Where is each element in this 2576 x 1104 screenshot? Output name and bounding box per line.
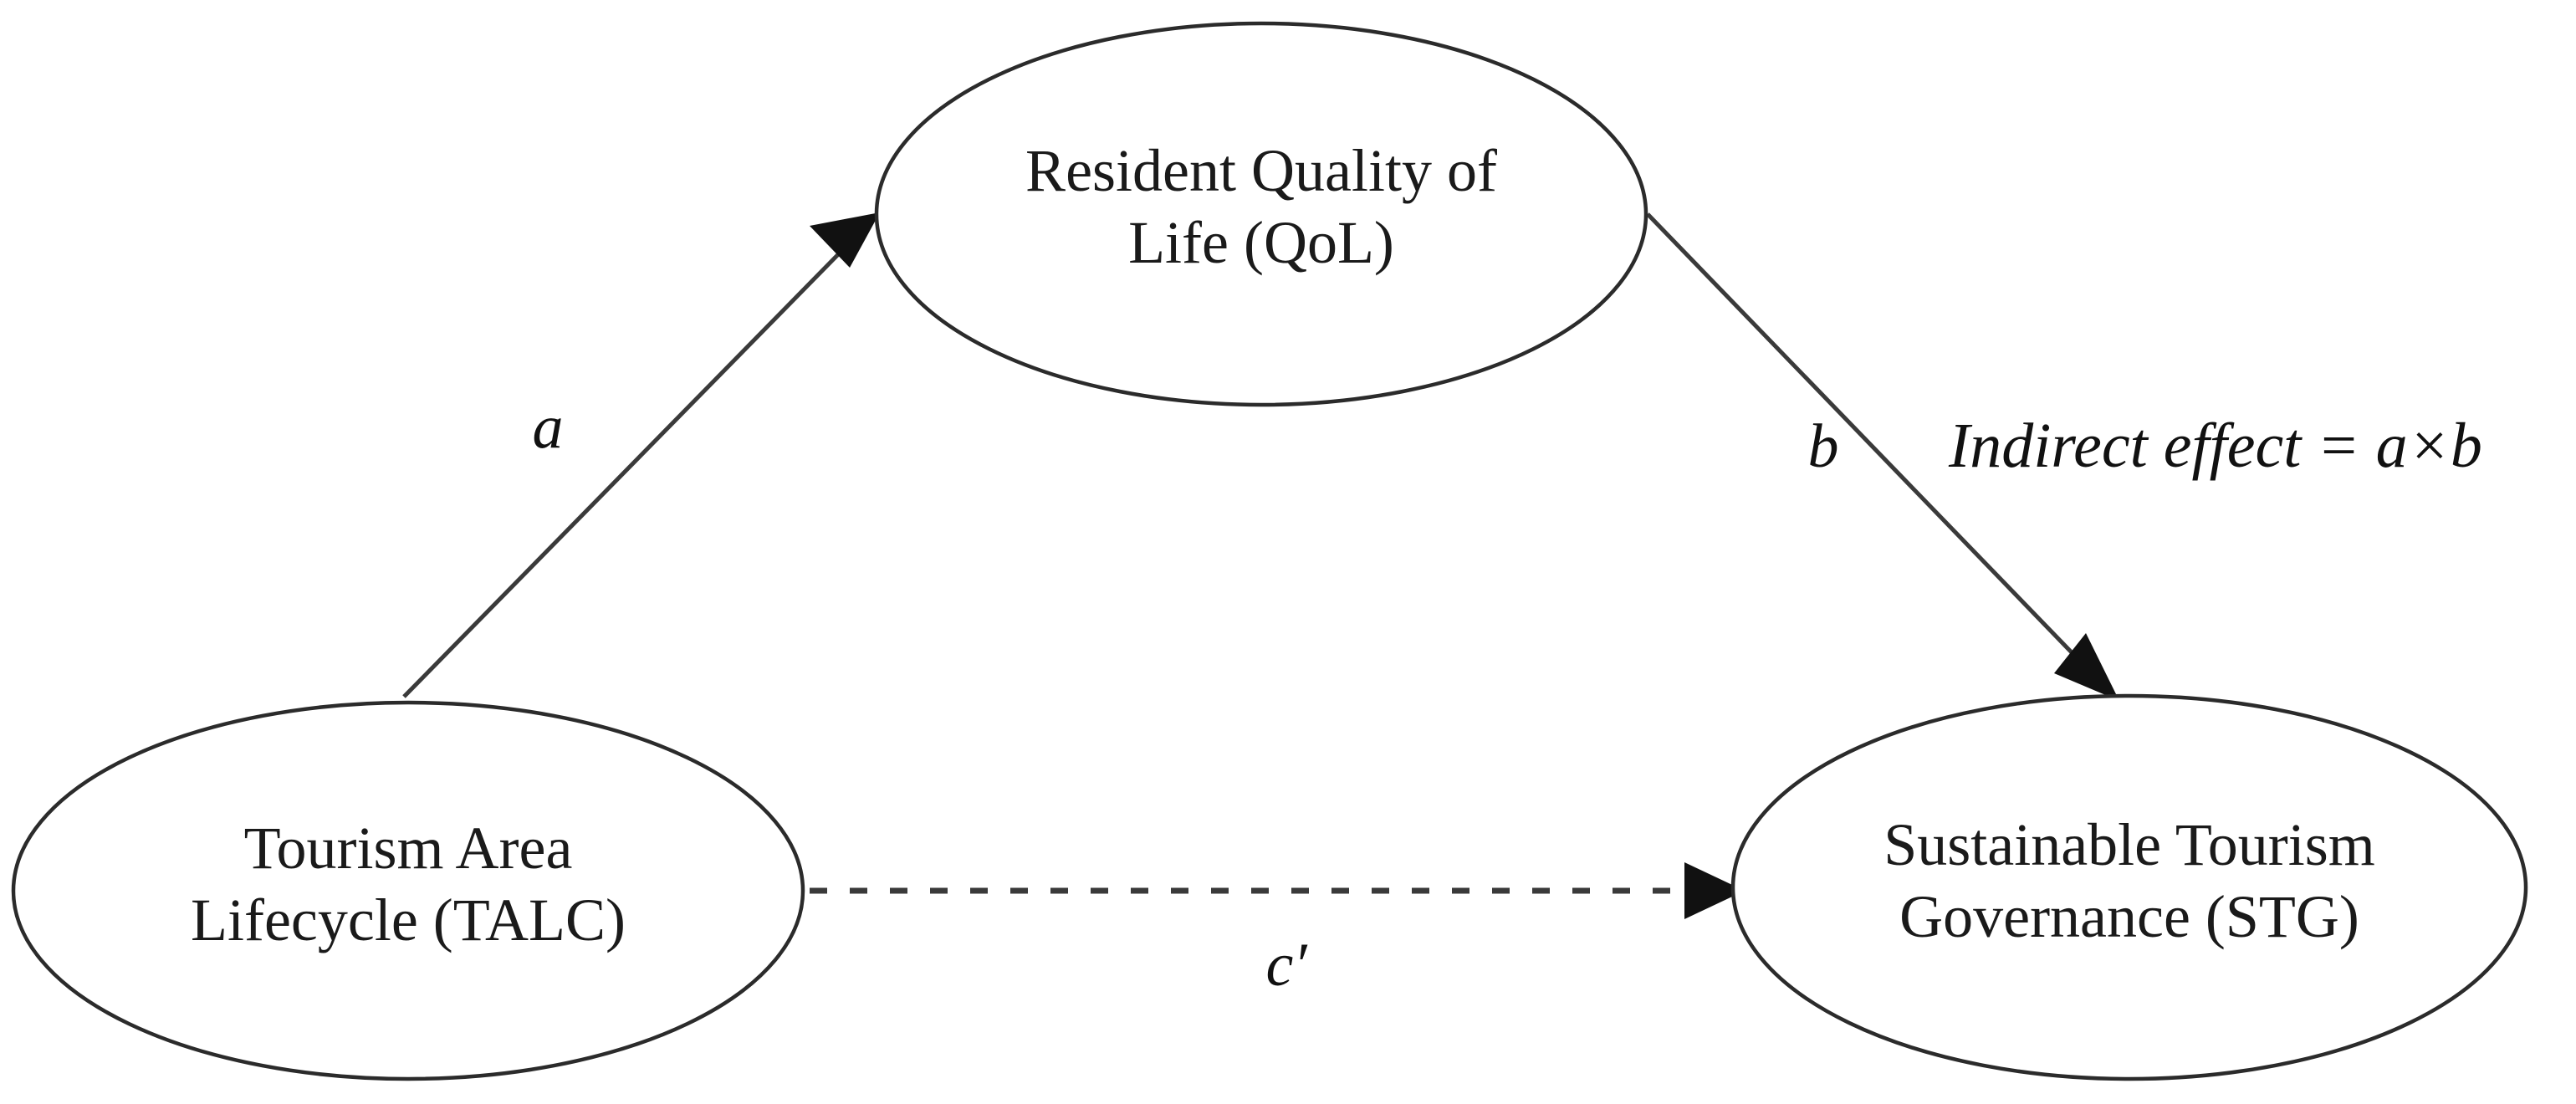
talc-label-line2: Lifecycle (TALC) (191, 887, 626, 953)
node-tourism-area-lifecycle[interactable]: Tourism Area Lifecycle (TALC) (11, 700, 805, 1081)
stg-label-line1: Sustainable Tourism (1883, 811, 2375, 878)
path-a-arrowhead-icon (810, 212, 880, 268)
path-a-label: a (533, 393, 564, 462)
node-resident-quality-of-life[interactable]: Resident Quality of Life (QoL) (874, 21, 1648, 407)
stg-label-line2: Governance (STG) (1899, 883, 2359, 950)
path-b-line (1646, 212, 2094, 676)
path-a-line (402, 236, 856, 698)
qol-label-line2: Life (QoL) (1128, 209, 1394, 276)
node-sustainable-tourism-governance[interactable]: Sustainable Tourism Governance (STG) (1730, 693, 2528, 1081)
path-c-prime-label: c′ (1265, 931, 1308, 999)
talc-ellipse[interactable] (11, 700, 805, 1081)
talc-label-line1: Tourism Area (244, 815, 573, 882)
qol-label-line1: Resident Quality of (1025, 137, 1497, 204)
indirect-effect-label: Indirect effect = a×b (1948, 411, 2482, 481)
path-b-arrowhead-icon (2054, 633, 2119, 701)
path-b-label: b (1808, 412, 1839, 481)
path-c-prime-arrowhead-icon (1684, 862, 1745, 919)
qol-ellipse[interactable] (874, 21, 1648, 407)
path-c-prime-group (810, 862, 1745, 919)
stg-ellipse[interactable] (1730, 693, 2528, 1081)
path-b-group (1646, 212, 2119, 701)
path-a-group (402, 212, 880, 698)
